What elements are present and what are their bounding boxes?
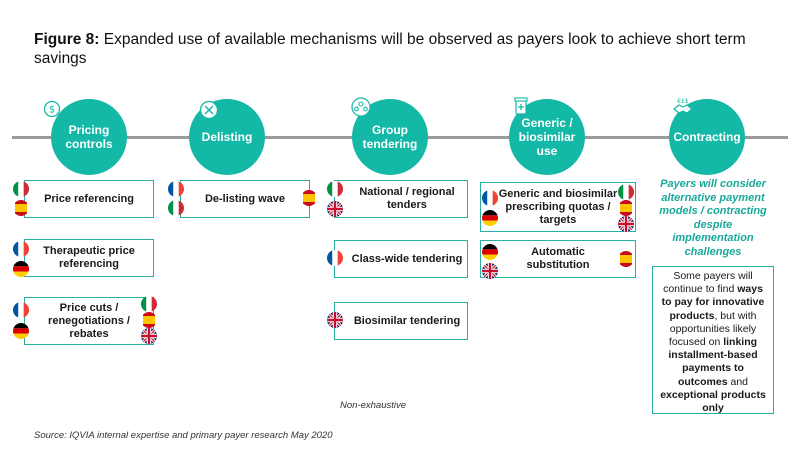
- group-icon: [350, 96, 372, 118]
- mechanism-label: Therapeutic price referencing: [43, 245, 135, 270]
- flag-spain-icon: [301, 190, 317, 206]
- flag-france-icon: [13, 241, 29, 257]
- flag-france-icon: [327, 250, 343, 266]
- flag-italy-icon: [618, 184, 634, 200]
- note-part: Some payers will continue to find: [663, 270, 753, 296]
- stage-label: Contracting: [673, 130, 741, 144]
- mechanism-delisting-wave: De-listing wave: [180, 180, 310, 218]
- flag-spain-icon: [141, 312, 157, 328]
- flag-germany-icon: [482, 244, 498, 260]
- contracting-note-box: Some payers will continue to find ways t…: [652, 266, 774, 414]
- note-part-bold: ways to pay for innovative products: [661, 283, 765, 322]
- mechanism-label: Generic and biosimilar prescribing quota…: [498, 187, 618, 226]
- flag-italy-icon: [168, 200, 184, 216]
- mechanism-label: Price cuts / renegotiations / rebates: [48, 301, 130, 340]
- mechanism-label: Biosimilar tendering: [353, 314, 461, 327]
- mechanism-automatic-substitution: Automatic substitution: [480, 240, 636, 278]
- mechanism-label: National / regional tenders: [359, 186, 455, 211]
- stage-label: Delisting: [201, 130, 253, 144]
- mechanism-label: Price referencing: [44, 192, 134, 205]
- x-circle-icon: [198, 99, 220, 121]
- flag-uk-icon: [618, 216, 634, 232]
- figure-label: Figure 8:: [34, 31, 100, 48]
- flag-germany-icon: [13, 261, 29, 277]
- mechanism-price-cuts: Price cuts / renegotiations / rebates: [24, 297, 154, 345]
- note-part: , but with opportunities likely focused …: [668, 309, 757, 349]
- note-part-bold: linking installment-based payments to ou…: [668, 336, 758, 388]
- stage-group-tendering: Group tendering: [352, 99, 428, 175]
- flag-italy-icon: [141, 296, 157, 312]
- mechanism-label: Automatic substitution: [526, 246, 590, 271]
- flag-uk-icon: [327, 312, 343, 328]
- flag-spain-icon: [618, 200, 634, 216]
- flag-spain-icon: [13, 200, 29, 216]
- source-note: Source: IQVIA internal expertise and pri…: [34, 430, 333, 441]
- mechanism-label: Class-wide tendering: [351, 252, 463, 265]
- flag-italy-icon: [327, 181, 343, 197]
- stage-label: Group tendering: [362, 123, 418, 151]
- pill-bottle-icon: [511, 96, 533, 118]
- stage-label: Generic / biosimilar use: [518, 116, 576, 158]
- figure-title: Figure 8: Expanded use of available mech…: [34, 30, 764, 68]
- flag-france-icon: [13, 302, 29, 318]
- note-part-bold: exceptional products only: [660, 388, 766, 415]
- flag-france-icon: [168, 181, 184, 197]
- flag-italy-icon: [13, 181, 29, 197]
- svg-text:€£$: €£$: [677, 98, 689, 105]
- contracting-headline: Payers will consider alternative payment…: [659, 178, 767, 258]
- stage-label: Pricing controls: [65, 123, 113, 151]
- mechanism-class-wide-tendering: Class-wide tendering: [334, 240, 468, 278]
- mechanism-price-referencing: Price referencing: [24, 180, 154, 218]
- stage-contracting: Contracting: [669, 99, 745, 175]
- mechanism-prescribing-quotas: Generic and biosimilar prescribing quota…: [480, 182, 636, 232]
- figure-title-text: Expanded use of available mechanisms wil…: [34, 31, 746, 67]
- mechanism-label: De-listing wave: [204, 192, 286, 205]
- non-exhaustive-label: Non-exhaustive: [340, 400, 407, 411]
- flag-france-icon: [482, 190, 498, 206]
- stage-generic-biosimilar-use: Generic / biosimilar use: [509, 99, 585, 175]
- flag-uk-icon: [141, 328, 157, 344]
- flag-germany-icon: [482, 210, 498, 226]
- mechanism-therapeutic-price-referencing: Therapeutic price referencing: [24, 239, 154, 277]
- flag-spain-icon: [618, 251, 634, 267]
- mechanism-national-regional-tenders: National / regional tenders: [334, 180, 468, 218]
- flag-germany-icon: [13, 323, 29, 339]
- stage-pricing-controls: Pricing controls: [51, 99, 127, 175]
- note-part: and: [727, 375, 749, 388]
- mechanism-biosimilar-tendering: Biosimilar tendering: [334, 302, 468, 340]
- handshake-icon: €£$: [672, 96, 694, 118]
- svg-text:$: $: [49, 105, 55, 116]
- flag-uk-icon: [327, 201, 343, 217]
- flag-uk-icon: [482, 263, 498, 279]
- dollar-arrow-icon: $: [42, 99, 64, 121]
